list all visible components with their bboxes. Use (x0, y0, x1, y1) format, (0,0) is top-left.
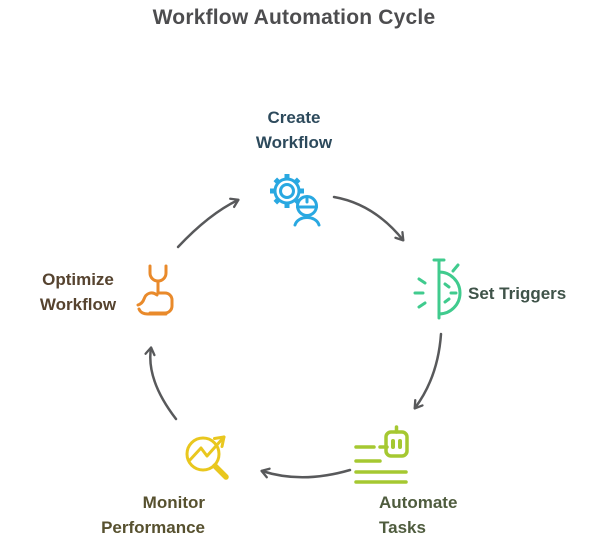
arrow-automate-to-monitor (260, 467, 352, 479)
automate-tasks-label-line2: Tasks (379, 518, 426, 537)
automate-tasks-label-line1: Automate (379, 493, 458, 512)
arrow-monitor-to-optimize (144, 346, 178, 421)
robot-task-list-icon (351, 424, 409, 486)
create-workflow-label-line2: Workflow (255, 133, 333, 152)
magnifier-trend-icon (182, 427, 238, 481)
arrow-create-to-triggers (332, 195, 405, 242)
monitor-performance-label-line2: Performance (101, 518, 205, 537)
monitor-performance-label-line1: Monitor (142, 493, 205, 512)
arrow-triggers-to-automate (413, 332, 443, 410)
diagram-title: Workflow Automation Cycle (152, 6, 436, 29)
optimize-workflow-label-line1: Optimize (42, 270, 114, 289)
arrow-optimize-to-create (176, 197, 240, 249)
optimize-workflow-label-line2: Workflow (39, 295, 117, 314)
wrench-hand-icon (134, 262, 184, 320)
create-workflow-label-line1: Create (267, 108, 321, 127)
stopwatch-timer-icon (410, 254, 468, 324)
engineer-gear-icon (262, 165, 328, 227)
set-triggers-label: Set Triggers (468, 284, 567, 303)
